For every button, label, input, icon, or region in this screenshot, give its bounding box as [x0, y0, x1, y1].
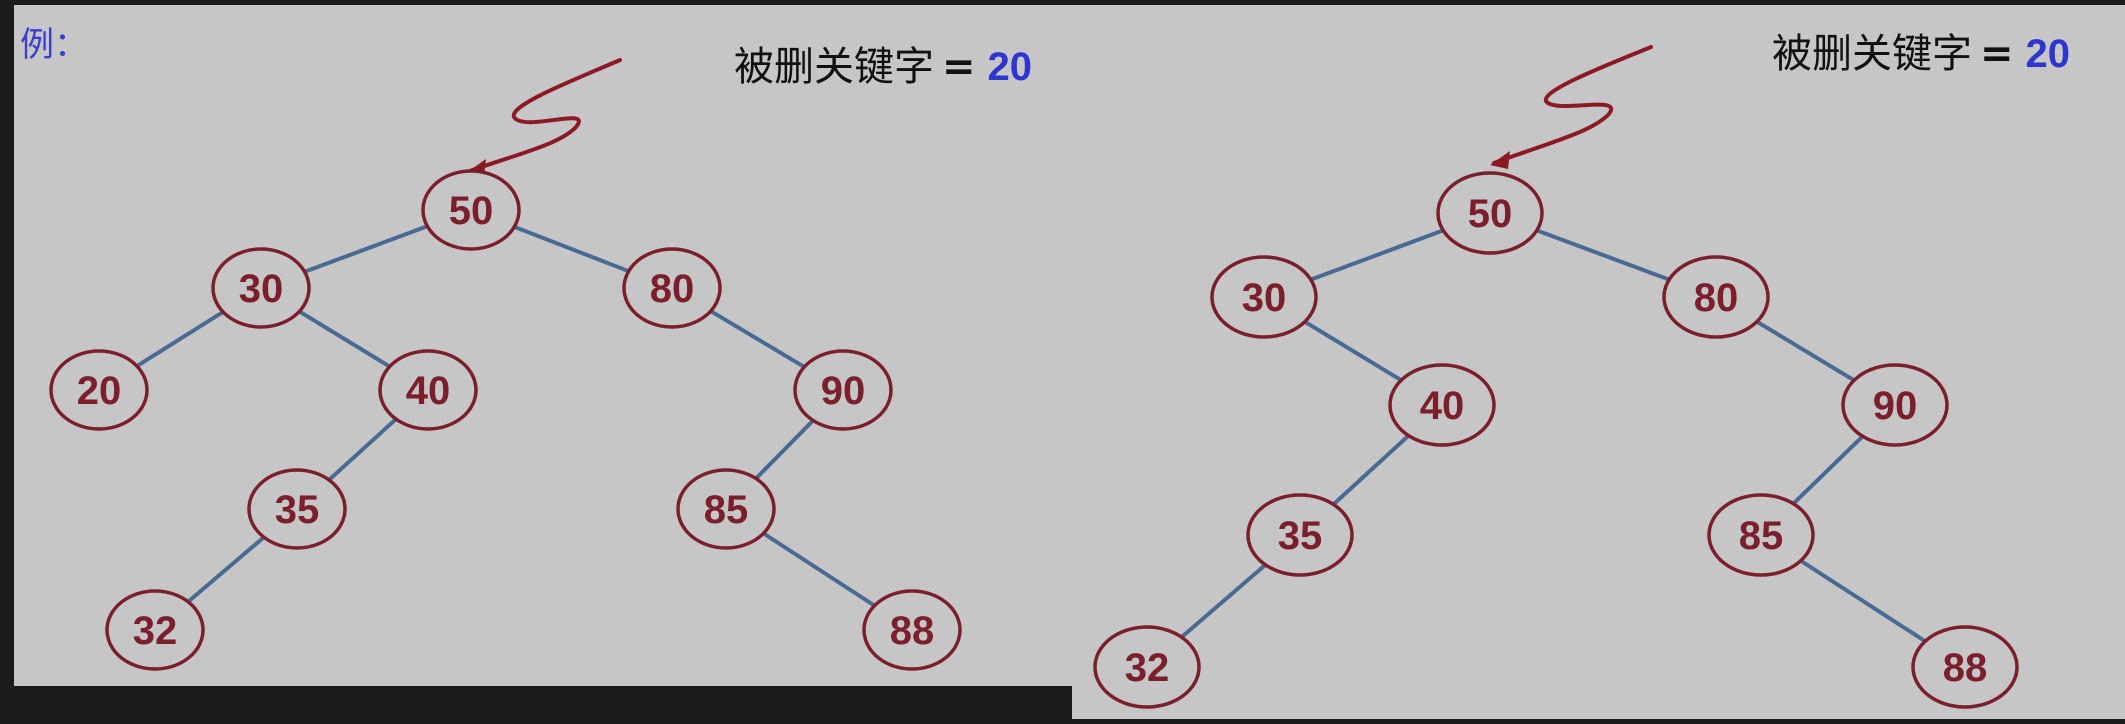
deleted-key-value: 20 — [988, 45, 1033, 89]
edge-30-40 — [1302, 319, 1404, 383]
node-20: 20 — [49, 349, 149, 431]
deleted-key-equals: = — [942, 44, 976, 90]
edge-35-32 — [186, 535, 266, 604]
node-circle — [1436, 171, 1544, 255]
edge-30-20 — [134, 309, 226, 369]
node-32: 32 — [105, 589, 205, 671]
node-circle — [421, 169, 521, 251]
deleted-key-value: 20 — [2026, 32, 2071, 76]
node-circle — [211, 247, 311, 329]
nodes: 50 30 80 40 90 35 85 32 88 — [1093, 171, 2019, 709]
node-80: 80 — [1662, 255, 1770, 339]
node-circle — [1246, 493, 1354, 577]
node-circle — [49, 349, 149, 431]
deleted-key-prefix: 被删关键字 — [734, 44, 934, 90]
node-circle — [378, 349, 478, 431]
node-circle — [1388, 363, 1496, 447]
edge-85-88 — [1798, 558, 1928, 644]
node-88: 88 — [862, 589, 962, 671]
node-label: 50 — [1468, 192, 1513, 236]
deleted-key-equals: = — [1980, 31, 2014, 77]
deleted-key-prefix: 被删关键字 — [1772, 31, 1972, 77]
node-35: 35 — [247, 468, 347, 550]
node-label: 35 — [1278, 514, 1323, 558]
edge-90-85 — [753, 418, 816, 481]
node-circle — [1093, 625, 1201, 709]
node-50: 50 — [1436, 171, 1544, 255]
node-label: 32 — [133, 609, 178, 653]
node-circle — [862, 589, 962, 671]
node-label: 80 — [650, 267, 695, 311]
node-32: 32 — [1093, 625, 1201, 709]
node-label: 40 — [406, 369, 451, 413]
node-label: 88 — [890, 609, 935, 653]
pointer-arrow — [1490, 45, 1653, 169]
node-50: 50 — [421, 169, 521, 251]
node-circle — [1707, 493, 1815, 577]
node-label: 30 — [239, 267, 284, 311]
node-circle — [105, 589, 205, 671]
node-85: 85 — [1707, 493, 1815, 577]
example-label: 例： — [20, 25, 88, 65]
edge-80-90 — [1754, 319, 1857, 383]
node-label: 80 — [1694, 276, 1739, 320]
node-label: 35 — [275, 488, 320, 532]
node-circle — [676, 468, 776, 550]
node-label: 88 — [1943, 646, 1988, 690]
nodes: 50 30 80 20 40 90 35 85 32 88 — [49, 169, 962, 671]
edge-30-40 — [297, 309, 392, 369]
node-label: 85 — [1739, 514, 1784, 558]
edges — [134, 224, 877, 608]
node-80: 80 — [622, 247, 722, 329]
node-88: 88 — [1911, 625, 2019, 709]
edge-90-85 — [1791, 434, 1865, 506]
node-circle — [1841, 363, 1949, 447]
deleted-key-title: 被删关键字= 20 — [1772, 31, 2070, 77]
tree-before-svg: 例： 被删关键字= 20 50 30 80 20 40 90 35 85 32 88 — [20, 25, 1032, 671]
node-circle — [1662, 255, 1770, 339]
edge-40-35 — [1331, 433, 1411, 507]
node-85: 85 — [676, 468, 776, 550]
node-label: 85 — [704, 488, 749, 532]
node-40: 40 — [378, 349, 478, 431]
edge-85-88 — [761, 531, 877, 608]
edge-50-30 — [302, 224, 430, 274]
node-circle — [1911, 625, 2019, 709]
edge-50-80 — [1534, 228, 1672, 282]
node-circle — [247, 468, 347, 550]
deleted-key-title: 被删关键字= 20 — [734, 44, 1032, 90]
node-label: 50 — [449, 189, 494, 233]
node-circle — [793, 349, 893, 431]
node-label: 90 — [821, 369, 866, 413]
edges — [1179, 228, 1928, 644]
tree-after-svg: 被删关键字= 20 50 30 80 40 90 35 85 32 88 — [1093, 31, 2070, 709]
edge-50-80 — [512, 224, 631, 274]
edge-40-35 — [327, 417, 398, 482]
node-90: 90 — [793, 349, 893, 431]
node-40: 40 — [1388, 363, 1496, 447]
node-30: 30 — [1210, 255, 1318, 339]
edge-80-90 — [708, 309, 807, 369]
node-35: 35 — [1246, 493, 1354, 577]
node-label: 32 — [1125, 646, 1170, 690]
edge-50-30 — [1308, 228, 1446, 282]
node-90: 90 — [1841, 363, 1949, 447]
node-label: 30 — [1242, 276, 1287, 320]
node-label: 40 — [1420, 384, 1465, 428]
diagram-after: 被删关键字= 20 50 30 80 40 90 35 85 32 88 — [1072, 5, 2125, 719]
edge-35-32 — [1179, 562, 1268, 640]
node-label: 20 — [77, 369, 122, 413]
node-label: 90 — [1873, 384, 1918, 428]
node-circle — [1210, 255, 1318, 339]
diagram-before: 例： 被删关键字= 20 50 30 80 20 40 90 35 85 32 88 — [14, 5, 1072, 686]
pointer-arrow — [466, 58, 622, 177]
node-circle — [622, 247, 722, 329]
node-30: 30 — [211, 247, 311, 329]
